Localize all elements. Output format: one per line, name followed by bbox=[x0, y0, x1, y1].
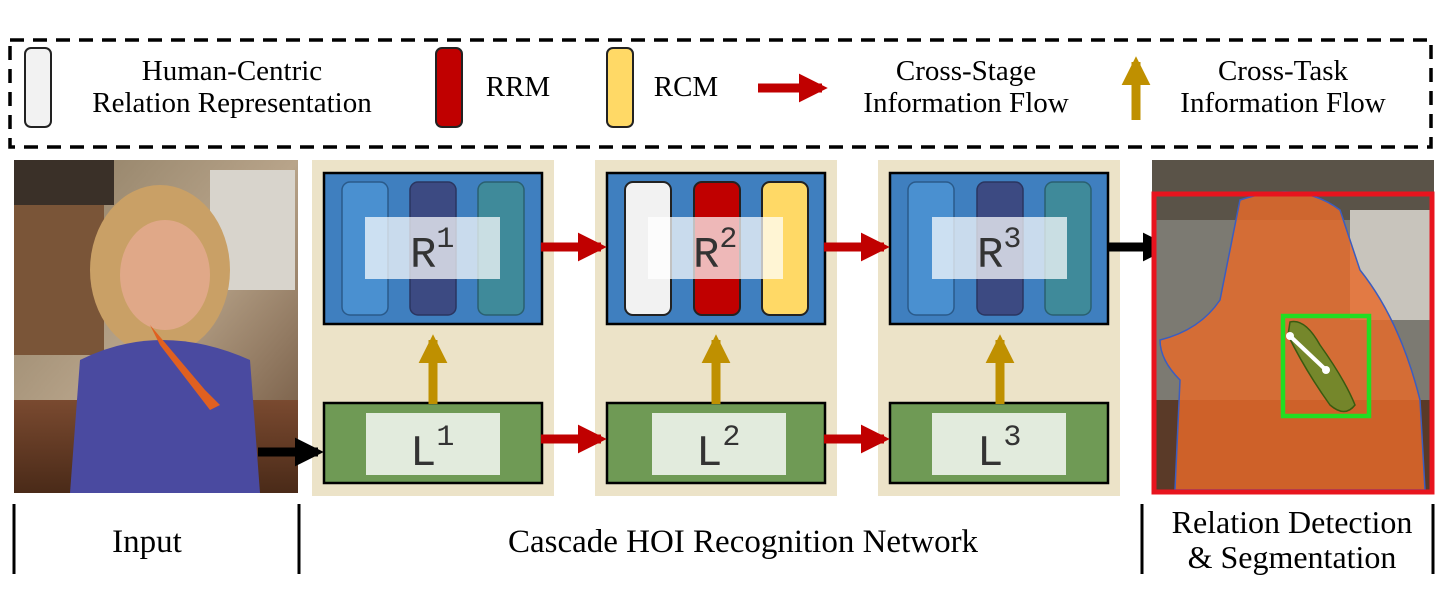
legend-label-human-centric-line1: Human-Centric bbox=[142, 55, 322, 87]
object-detection-box bbox=[1280, 313, 1372, 419]
legend-item-cross-task: Cross-Task Information Flow bbox=[1121, 55, 1386, 120]
legend-label-rcm: RCM bbox=[654, 71, 718, 103]
output-section-label-line2: & Segmentation bbox=[1188, 539, 1397, 575]
input-section-label: Input bbox=[112, 524, 182, 560]
interaction-line bbox=[1288, 334, 1328, 372]
legend-label-cross-task-line1: Cross-Task bbox=[1218, 55, 1349, 87]
legend: Human-Centric Relation Representation RR… bbox=[8, 38, 1433, 149]
output-image bbox=[1151, 160, 1435, 495]
relation-module-3: R3 bbox=[888, 171, 1110, 326]
relation-1-label: R1 bbox=[410, 223, 454, 281]
legend-item-rrm: RRM bbox=[435, 47, 550, 128]
stage-2: R2 L2 bbox=[605, 171, 827, 485]
object-keypoint bbox=[1322, 366, 1330, 374]
legend-label-rrm: RRM bbox=[486, 71, 550, 103]
input-image bbox=[14, 160, 298, 493]
human-keypoint bbox=[1286, 332, 1294, 340]
rcm-swatch bbox=[606, 47, 634, 128]
legend-label-cross-stage-line2: Information Flow bbox=[863, 87, 1068, 119]
stage-1: R1 L1 bbox=[322, 171, 544, 485]
legend-item-human-centric: Human-Centric Relation Representation bbox=[24, 47, 372, 128]
legend-label-cross-task-line2: Information Flow bbox=[1180, 87, 1385, 119]
legend-item-rcm: RCM bbox=[606, 47, 718, 128]
relation-2-label: R2 bbox=[693, 223, 737, 281]
legend-border bbox=[8, 38, 1433, 149]
human-detection-box bbox=[1151, 191, 1435, 495]
localization-module-1: L1 bbox=[322, 401, 544, 485]
relation-module-2: R2 bbox=[605, 171, 827, 326]
human-centric-swatch bbox=[24, 47, 52, 128]
rrm-swatch bbox=[435, 47, 463, 128]
localization-3-label: L3 bbox=[977, 421, 1021, 479]
network-section-label: Cascade HOI Recognition Network bbox=[508, 524, 979, 560]
legend-label-cross-stage-line1: Cross-Stage bbox=[896, 55, 1036, 87]
localization-2-label: L2 bbox=[696, 421, 740, 479]
localization-module-2: L2 bbox=[605, 401, 827, 485]
localization-1-label: L1 bbox=[410, 421, 454, 479]
legend-item-cross-stage: Cross-Stage Information Flow bbox=[758, 55, 1069, 119]
output-section-label-line1: Relation Detection bbox=[1172, 504, 1413, 540]
section-labels: Input Cascade HOI Recognition Network Re… bbox=[12, 504, 1435, 575]
relation-3-label: R3 bbox=[977, 223, 1021, 281]
relation-module-1: R1 bbox=[322, 171, 544, 326]
stage-3: R3 L3 bbox=[888, 171, 1110, 485]
legend-label-human-centric-line2: Relation Representation bbox=[92, 87, 372, 119]
localization-module-3: L3 bbox=[888, 401, 1110, 485]
